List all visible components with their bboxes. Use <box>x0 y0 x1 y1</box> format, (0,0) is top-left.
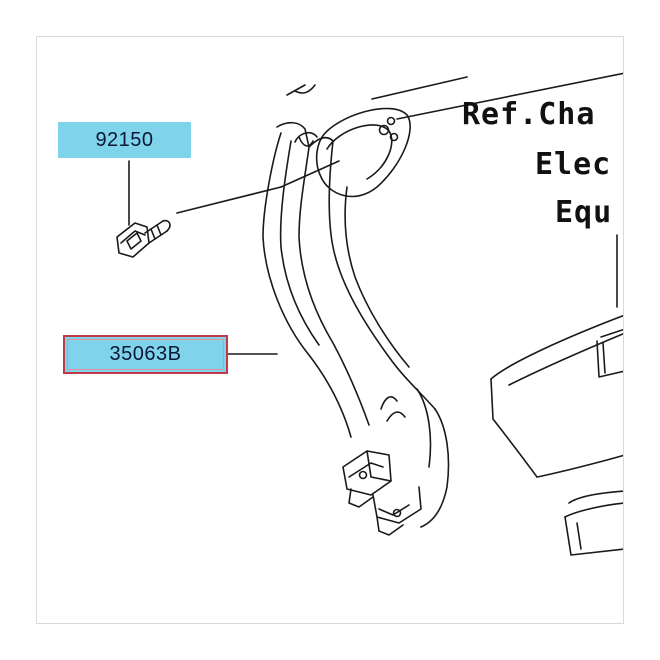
pedal-clevis-bracket <box>342 450 422 536</box>
brake-pedal-arm <box>262 121 450 528</box>
leader-lines <box>128 160 618 355</box>
diagram-frame: 92150 35063B Ref.Cha Elec Equ <box>36 36 624 624</box>
part-label-92150: 92150 <box>58 122 191 158</box>
pedal-pivot-boss <box>294 107 411 198</box>
parts-line-art <box>116 72 623 556</box>
bolt-92150 <box>116 219 171 258</box>
part-number-92150: 92150 <box>95 128 154 151</box>
electrical-equipment-housing <box>490 314 623 556</box>
part-number-35063b: 35063B <box>109 343 182 365</box>
upper-frame-lines <box>286 72 623 120</box>
part-label-35063b: 35063B <box>63 335 228 374</box>
reference-text-line-3: Equ <box>555 195 613 230</box>
reference-text-line-2: Elec <box>535 147 612 182</box>
reference-text-line-1: Ref.Cha <box>462 97 596 132</box>
